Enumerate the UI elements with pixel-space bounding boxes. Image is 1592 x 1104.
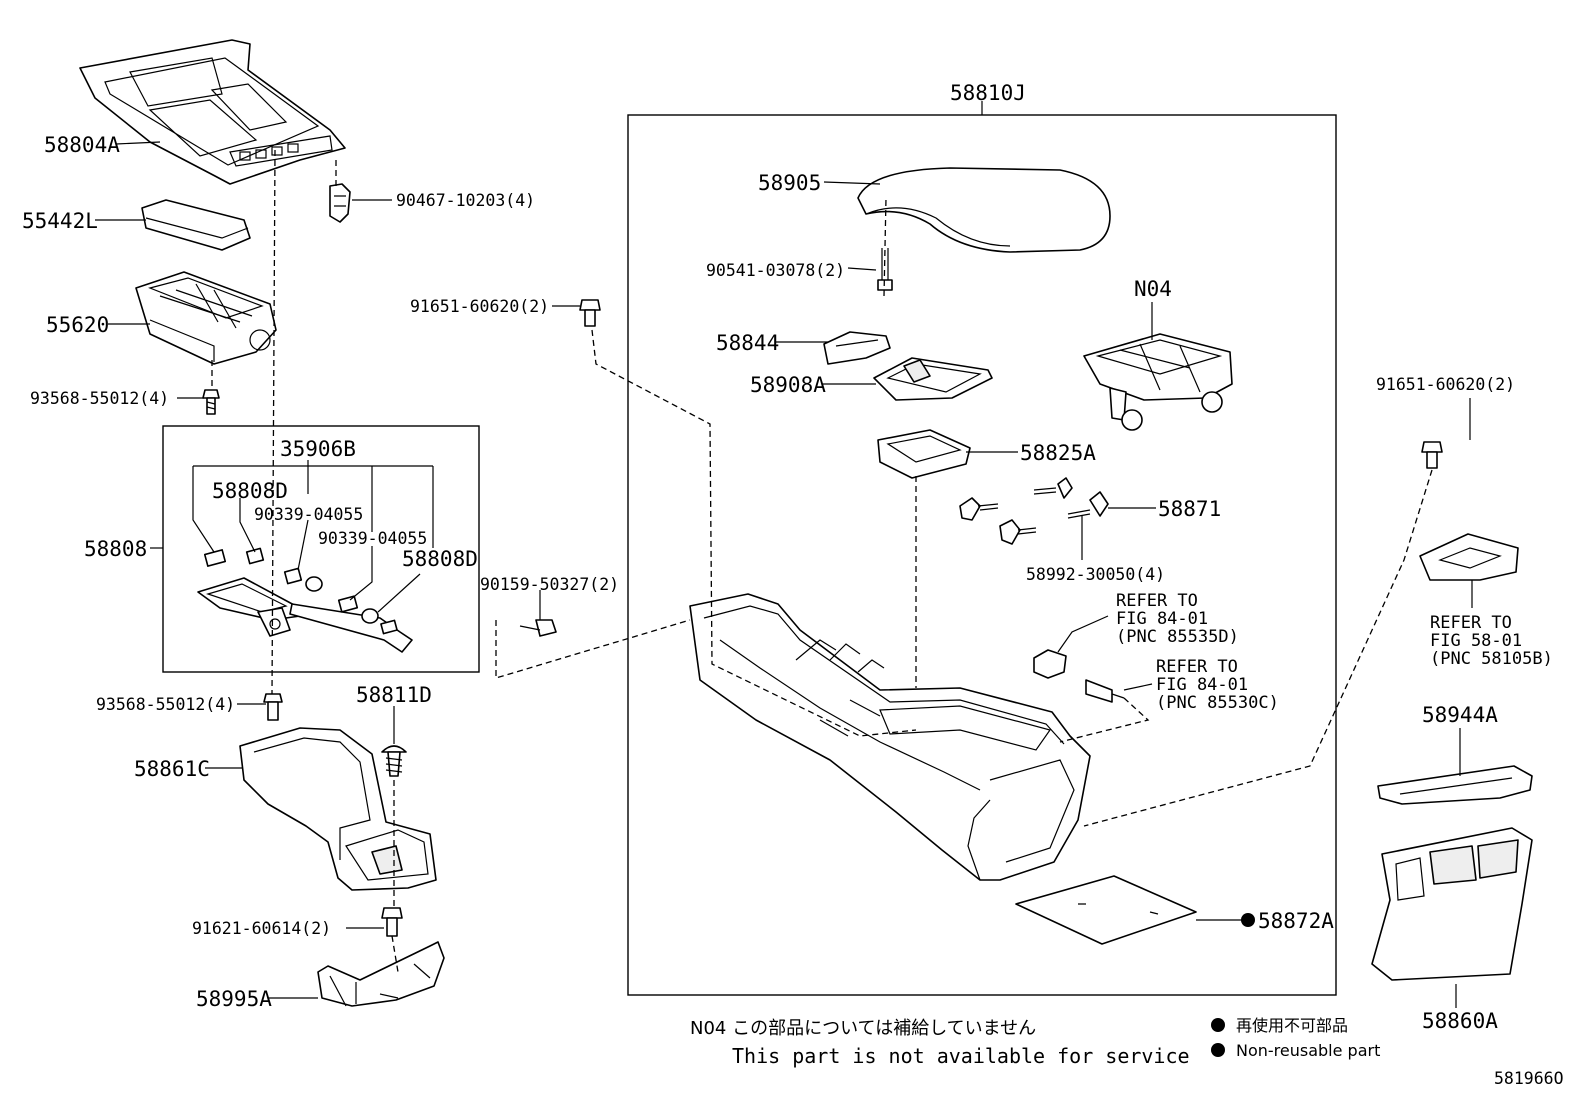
bolt-91621 — [381, 907, 403, 937]
part-labels: 58804A 90467-10203(4) 55442L 55620 93568… — [22, 81, 1515, 1033]
label-58992: 58992-30050(4) — [1026, 565, 1165, 584]
svg-text:REFER TO: REFER TO — [1156, 657, 1238, 677]
label-58872A: 58872A — [1258, 909, 1334, 933]
legend-dot-jp — [1211, 1018, 1225, 1032]
legend-japanese: 再使用不可部品 — [1236, 1016, 1348, 1035]
lock-handle — [823, 331, 891, 365]
svg-text:FIG 84-01: FIG 84-01 — [1156, 675, 1248, 695]
bolt-93568-upper — [202, 389, 220, 415]
svg-text:(PNC 85535D): (PNC 85535D) — [1116, 627, 1239, 647]
console-upper-panel — [79, 39, 346, 185]
note-english: This part is not available for service — [732, 1044, 1190, 1068]
label-58908A: 58908A — [750, 373, 826, 397]
duct-bracket — [317, 941, 445, 1007]
bolt-93568-lower — [263, 693, 283, 721]
clip-58811D — [381, 745, 407, 777]
leader-lines — [95, 141, 1473, 1008]
air-duct — [239, 727, 437, 891]
figure-id: 581966O — [1494, 1069, 1564, 1088]
label-58810J: 58810J — [950, 81, 1026, 105]
label-90159: 90159-50327(2) — [480, 575, 619, 594]
label-55442L: 55442L — [22, 209, 98, 233]
label-58811D: 58811D — [356, 683, 432, 707]
bolt-91651-upper — [579, 299, 601, 327]
legend-english: Non-reusable part — [1236, 1041, 1380, 1060]
switch-bracket — [197, 577, 413, 653]
label-58905: 58905 — [758, 171, 821, 195]
non-reusable-marker — [1241, 913, 1255, 927]
screw-90159 — [519, 619, 557, 637]
label-58861C: 58861C — [134, 757, 210, 781]
rear-vent-trim — [1377, 765, 1533, 805]
box-lid — [141, 199, 251, 251]
label-58860A: 58860A — [1422, 1009, 1498, 1033]
lock-base — [873, 357, 993, 401]
label-N04: N04 — [1134, 277, 1172, 301]
svg-text:(PNC 85530C): (PNC 85530C) — [1156, 693, 1279, 713]
bolt-91651-right — [1421, 441, 1443, 469]
reference-note-3: REFER TO FIG 58-01 (PNC 58105B) — [1430, 613, 1553, 669]
svg-text:FIG 84-01: FIG 84-01 — [1116, 609, 1208, 629]
switch-cap-group — [203, 547, 398, 635]
console-body — [689, 593, 1091, 881]
svg-text:REFER TO: REFER TO — [1116, 591, 1198, 611]
sub-assembly-frame — [162, 425, 480, 673]
svg-text:FIG 58-01: FIG 58-01 — [1430, 631, 1522, 651]
assembly-lines — [211, 149, 1433, 973]
note-japanese: N04 この部品については補給していません — [690, 1018, 1036, 1039]
armrest-hinge — [1083, 333, 1233, 431]
reference-note-1: REFER TO FIG 84-01 (PNC 85535D) — [1116, 591, 1239, 647]
reference-note-2: REFER TO FIG 84-01 (PNC 85530C) — [1156, 657, 1279, 713]
armrest — [857, 167, 1111, 253]
label-58825A: 58825A — [1020, 441, 1096, 465]
screw-90541 — [877, 248, 893, 291]
label-58808: 58808 — [84, 537, 147, 561]
label-93568-upper: 93568-55012(4) — [30, 389, 169, 408]
svg-text:(PNC 58105B): (PNC 58105B) — [1430, 649, 1553, 669]
label-91651-right: 91651-60620(2) — [1376, 375, 1515, 394]
label-58844: 58844 — [716, 331, 779, 355]
label-91651-upper: 91651-60620(2) — [410, 297, 549, 316]
clip-90467 — [329, 183, 351, 223]
damper-group — [959, 477, 1109, 545]
lamp-socket — [1033, 649, 1067, 679]
console-box — [135, 271, 277, 365]
rear-panel — [1371, 827, 1533, 981]
label-55620: 55620 — [46, 313, 109, 337]
legend-dot-en — [1211, 1043, 1225, 1057]
svg-text:REFER TO: REFER TO — [1430, 613, 1512, 633]
label-58804A: 58804A — [44, 133, 120, 157]
label-58995A: 58995A — [196, 987, 272, 1011]
rear-bracket — [1419, 533, 1519, 581]
label-93568-lower: 93568-55012(4) — [96, 695, 235, 714]
label-90339-upper: 90339-04055 — [254, 505, 363, 524]
label-35906B: 35906B — [280, 437, 356, 461]
label-58944A: 58944A — [1422, 703, 1498, 727]
console-tray — [877, 429, 971, 479]
label-90339-lower: 90339-04055 — [318, 529, 427, 548]
label-58808D-lower: 58808D — [402, 547, 478, 571]
lamp-bulb — [1085, 679, 1125, 703]
label-90541: 90541-03078(2) — [706, 261, 845, 280]
label-58808D-upper: 58808D — [212, 479, 288, 503]
label-90467: 90467-10203(4) — [396, 191, 535, 210]
console-mat — [1015, 875, 1197, 945]
label-91621: 91621-60614(2) — [192, 919, 331, 938]
label-58871: 58871 — [1158, 497, 1221, 521]
